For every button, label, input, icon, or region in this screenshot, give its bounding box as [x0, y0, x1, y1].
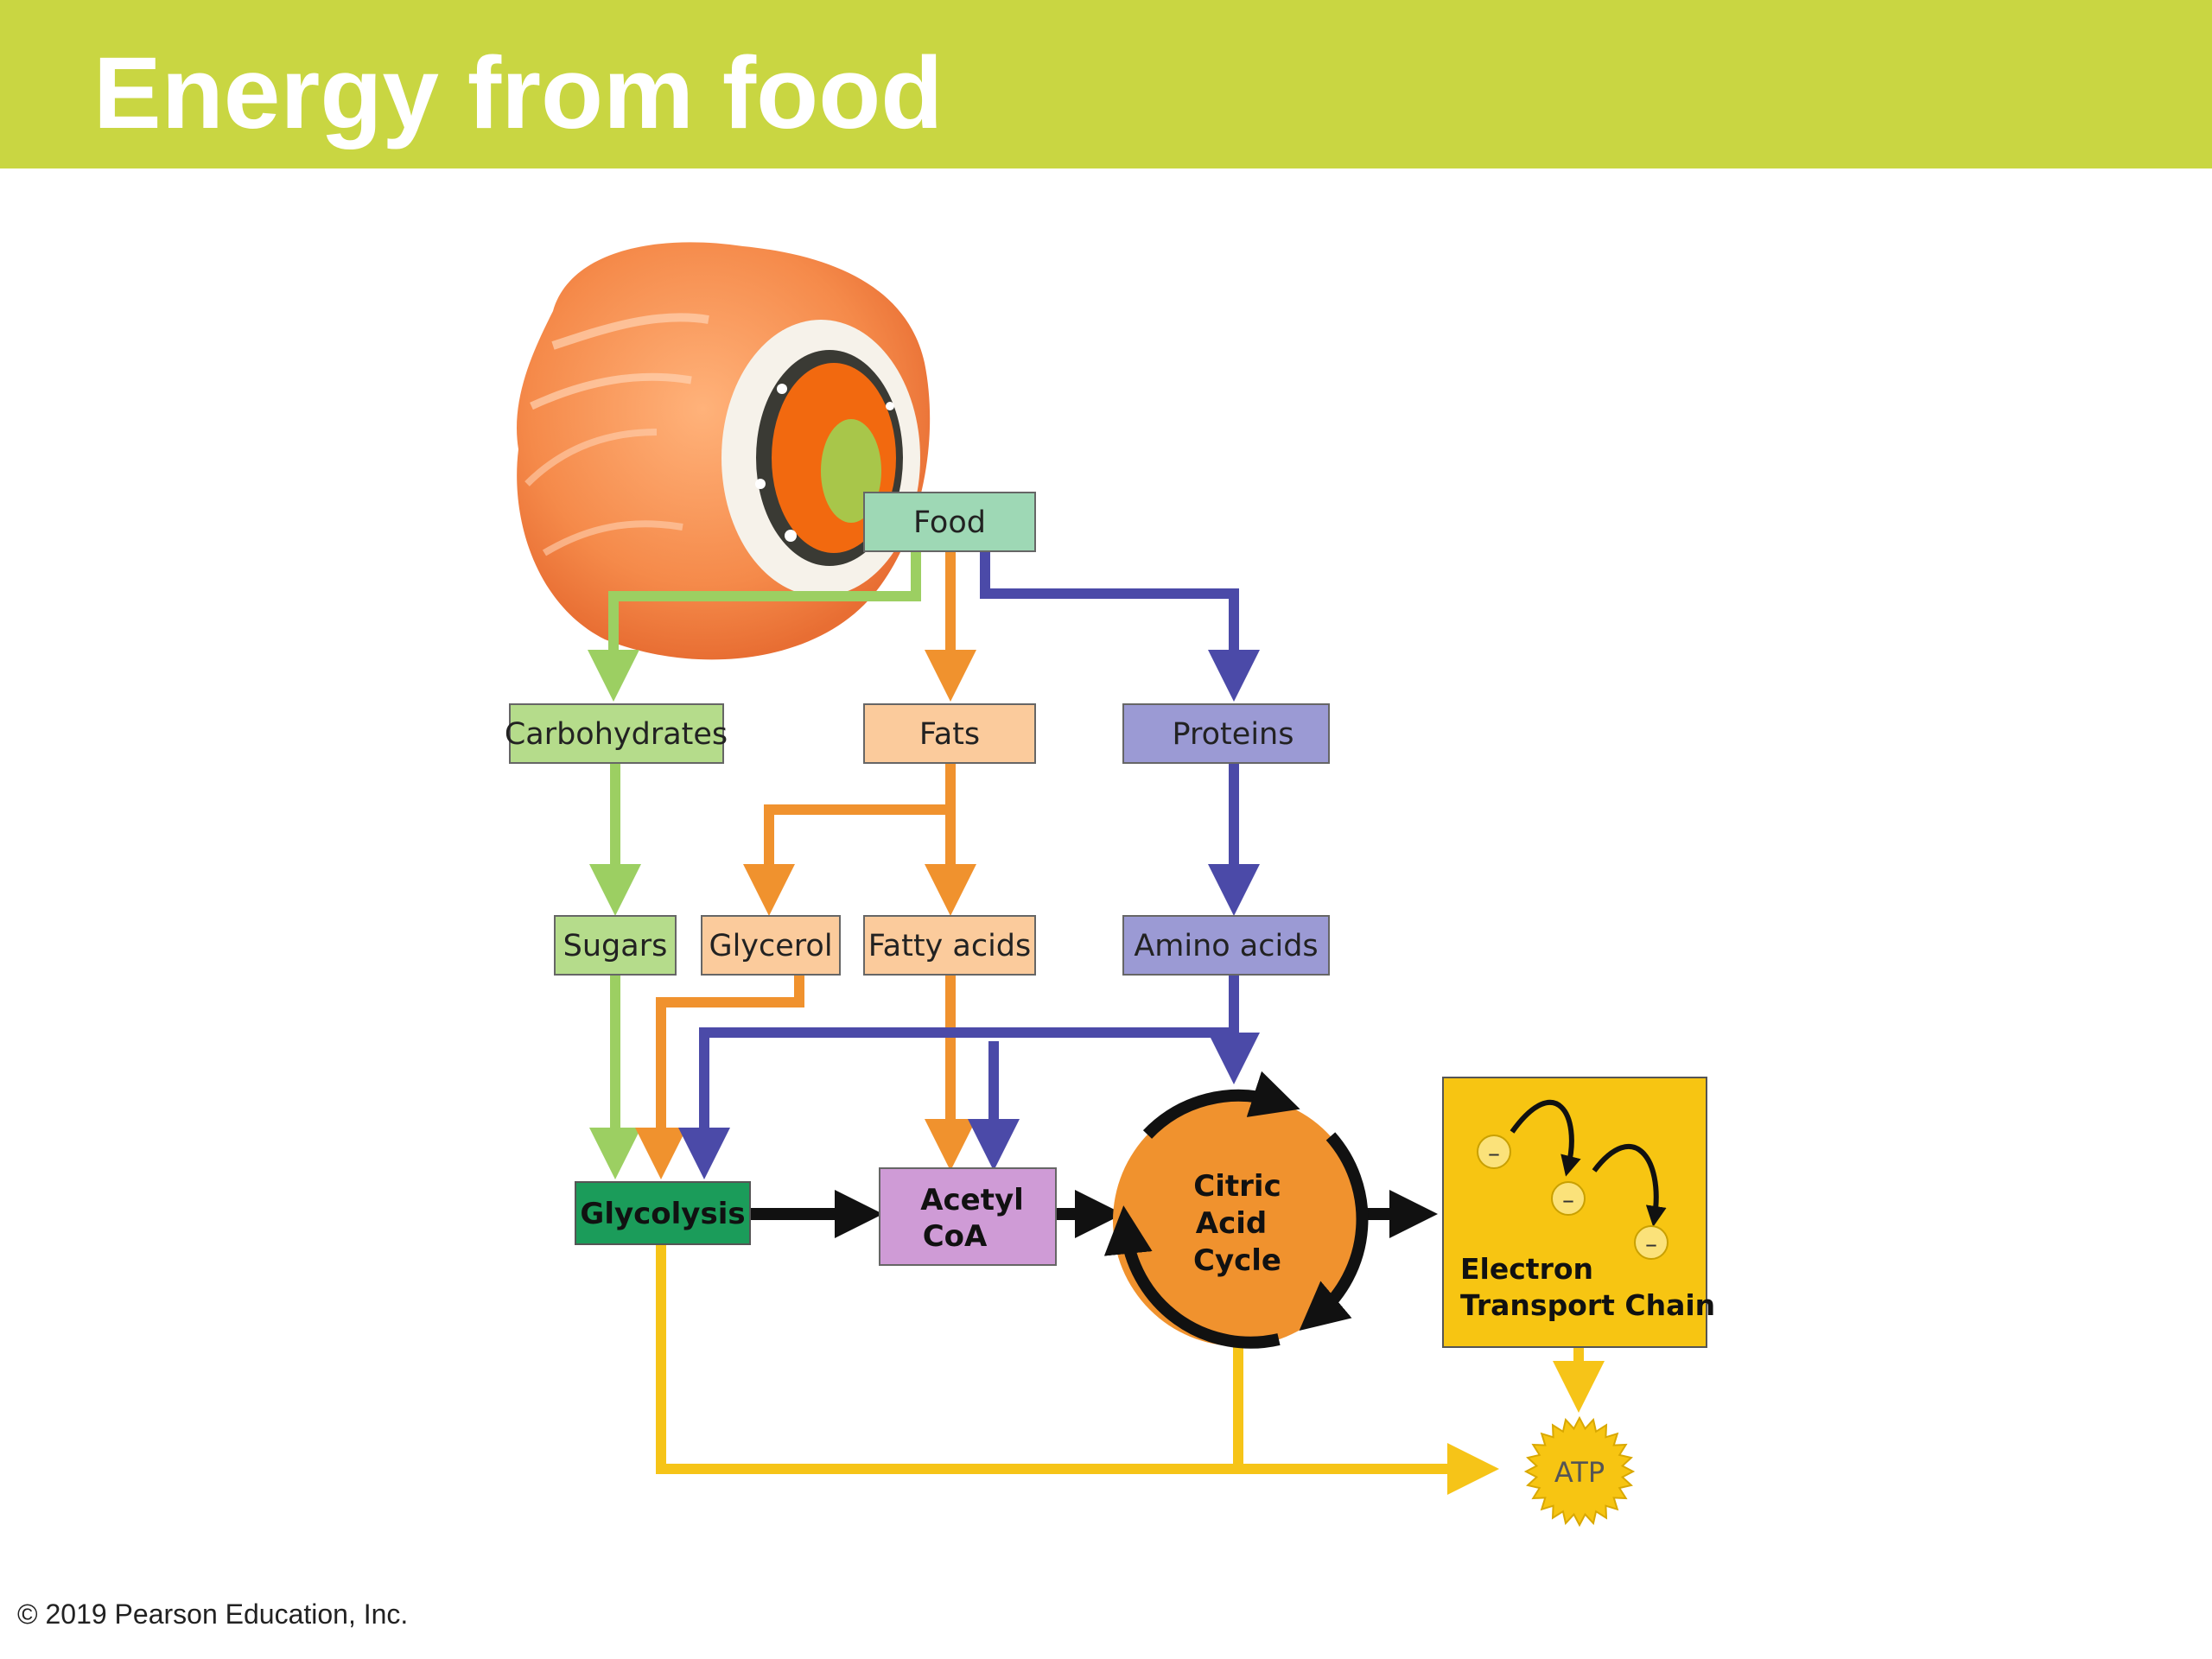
acetyl-coa-box	[879, 1167, 1057, 1266]
fat-pathway	[635, 551, 976, 1179]
citric-label-line2: Acid	[1196, 1206, 1267, 1241]
food-label: Food	[913, 505, 986, 540]
electron-icon: –	[1551, 1181, 1586, 1216]
energy-pathway	[656, 1244, 1605, 1495]
sugars-box	[554, 915, 677, 976]
electron-symbol: –	[1645, 1230, 1657, 1258]
etc-label-line1: Electron	[1460, 1252, 1593, 1286]
glycerol-label: Glycerol	[709, 929, 832, 963]
title-bar	[0, 0, 2212, 168]
glycerol-box	[701, 915, 841, 976]
proteins-box	[1122, 703, 1330, 764]
fatty-acids-label: Fatty acids	[868, 929, 1032, 963]
electron-symbol: –	[1562, 1185, 1574, 1214]
proteins-label: Proteins	[1173, 717, 1294, 752]
carbohydrates-box	[509, 703, 724, 764]
glycolysis-label: Glycolysis	[580, 1197, 745, 1231]
etc-label-line2: Transport Chain	[1460, 1288, 1715, 1322]
atp-burst	[1523, 1415, 1636, 1528]
electron-hop-arrows	[1510, 1099, 1667, 1227]
acetyl-label-line1: Acetyl	[920, 1183, 1024, 1217]
citric-label-line3: Cycle	[1193, 1243, 1281, 1278]
cycle-arrows	[1103, 1071, 1369, 1349]
carbohydrate-pathway	[588, 551, 921, 1179]
fats-label: Fats	[919, 717, 980, 752]
slide-title: Energy from food	[93, 36, 944, 150]
fats-box	[863, 703, 1036, 764]
protein-pathway	[678, 551, 1260, 1179]
sugars-label: Sugars	[563, 929, 668, 963]
glycolysis-box	[575, 1181, 751, 1245]
carbohydrates-label: Carbohydrates	[505, 717, 728, 752]
food-box	[863, 492, 1036, 552]
atp-label: ATP	[1554, 1456, 1605, 1489]
amino-acids-label: Amino acids	[1134, 929, 1318, 963]
acetyl-label-line2: CoA	[923, 1219, 988, 1254]
amino-acids-box	[1122, 915, 1330, 976]
copyright-notice: © 2019 Pearson Education, Inc.	[17, 1599, 409, 1630]
citric-label-line1: Citric	[1193, 1169, 1281, 1204]
fatty-acids-box	[863, 915, 1036, 976]
electron-symbol: –	[1488, 1139, 1500, 1167]
electron-icon: –	[1634, 1225, 1669, 1260]
electron-icon: –	[1477, 1135, 1511, 1169]
